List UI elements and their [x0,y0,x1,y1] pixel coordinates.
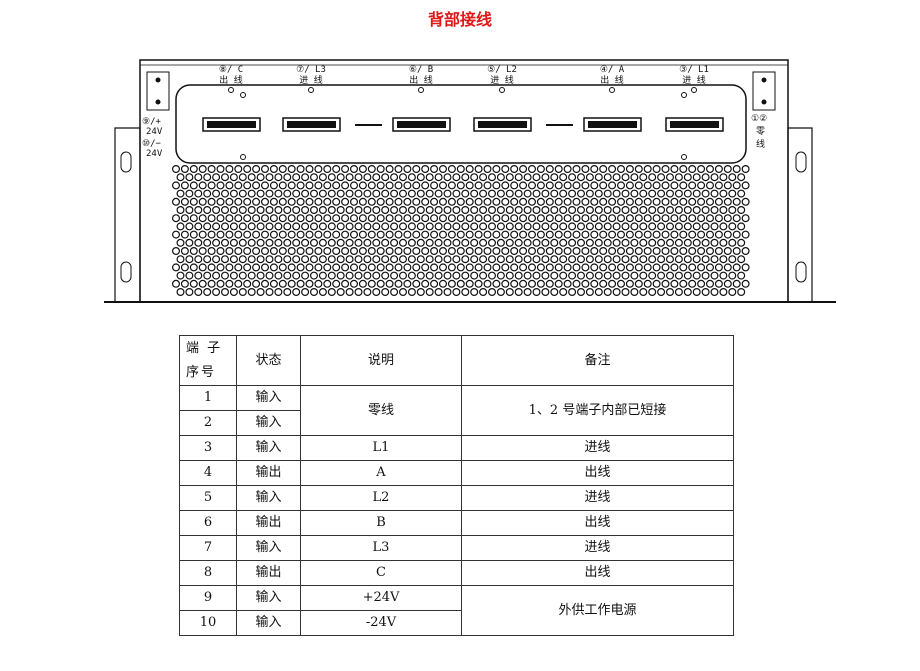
terminal-label-6: ⑥/ B [409,65,433,75]
table-row: 1 输入 零线 1、2 号端子内部已短接 [179,385,734,436]
left-label-9: ⑨/+ [142,117,161,127]
terminal-role-5: 进 线 [490,74,513,86]
page-title: 背部接线 [427,10,492,29]
cell-state: 输入 [236,410,301,436]
rear-panel-drawing: ⑧/ C出 线⑦/ L3进 线⑥/ B出 线⑤/ L2进 线④/ A出 线③/ … [104,59,836,303]
cell-desc: A [300,460,462,486]
table-row: 8 输出 C 出线 [179,560,734,586]
header-no-line1: 端 子 [186,340,223,356]
cell-note: 进线 [461,435,734,461]
terminal-table: 端 子 序号 状态 说明 备注 1 输入 零线 1、2 号端子内部已短接 2 输… [179,335,734,636]
cell-state: 输入 [236,435,301,461]
terminal-block [392,117,451,132]
terminal-role-6: 出 线 [409,74,432,86]
terminal-role-7: 进 线 [299,74,322,86]
cell-state: 输出 [236,460,301,486]
terminal-role-8: 出 线 [219,74,242,86]
cell-desc: -24V [300,610,462,636]
terminal-label-4: ④/ A [600,65,625,75]
left-label-10: ⑩/− [142,139,161,149]
cell-desc: +24V [300,585,462,611]
cell-no: 7 [179,535,237,561]
cell-note-merged: 外供工作电源 [461,585,734,636]
header-terminal-no: 端 子 序号 [179,335,237,386]
cell-desc: L2 [300,485,462,511]
cell-desc: L3 [300,535,462,561]
terminal-label-3: ③/ L1 [679,65,709,75]
table-row: 10 输入 -24V [179,610,734,636]
terminal-block [473,117,532,132]
table-row: 9 输入 +24V 外供工作电源 [179,585,734,636]
terminal-block [665,117,724,132]
terminal-label-7: ⑦/ L3 [296,65,326,75]
left-label-9-voltage: 24V [146,127,163,137]
header-state: 状态 [236,335,301,386]
table-row: 3 输入 L1 进线 [179,435,734,461]
cell-state: 输入 [236,585,301,611]
right-label-line: 线 [756,138,765,150]
terminal-role-4: 出 线 [600,74,623,86]
header-no-line2: 序号 [186,364,217,380]
cell-desc: L1 [300,435,462,461]
cell-no: 9 [179,585,237,611]
cell-no: 3 [179,435,237,461]
cell-state: 输入 [236,610,301,636]
cell-desc: B [300,510,462,536]
header-note: 备注 [461,335,734,386]
table-row: 2 输入 [179,410,734,436]
cell-state: 输入 [236,485,301,511]
cell-note: 进线 [461,485,734,511]
cell-no: 5 [179,485,237,511]
cell-note: 出线 [461,560,734,586]
table-row: 7 输入 L3 进线 [179,535,734,561]
left-label-10-voltage: 24V [146,149,163,159]
cell-no: 8 [179,560,237,586]
terminal-label-8: ⑧/ C [219,65,243,75]
terminal-block [202,117,261,132]
cell-note: 出线 [461,460,734,486]
cell-desc: C [300,560,462,586]
table-row: 6 输出 B 出线 [179,510,734,536]
right-label-num: ①② [751,114,767,124]
cell-no: 10 [179,610,237,636]
cell-note: 进线 [461,535,734,561]
cell-no: 4 [179,460,237,486]
right-label-zero: 零 [756,126,765,137]
terminal-role-3: 进 线 [682,74,705,86]
cell-note-merged: 1、2 号端子内部已短接 [461,385,734,436]
cell-state: 输入 [236,385,301,411]
cell-no: 2 [179,410,237,436]
terminal-block [583,117,642,132]
table-row: 5 输入 L2 进线 [179,485,734,511]
terminal-block [282,117,341,132]
cell-no: 1 [179,385,237,411]
cell-state: 输出 [236,560,301,586]
cell-no: 6 [179,510,237,536]
cell-state: 输入 [236,535,301,561]
cell-note: 出线 [461,510,734,536]
cell-state: 输出 [236,510,301,536]
header-desc: 说明 [300,335,462,386]
table-row: 4 输出 A 出线 [179,460,734,486]
cell-desc-merged: 零线 [300,385,462,436]
terminal-label-5: ⑤/ L2 [487,65,517,75]
